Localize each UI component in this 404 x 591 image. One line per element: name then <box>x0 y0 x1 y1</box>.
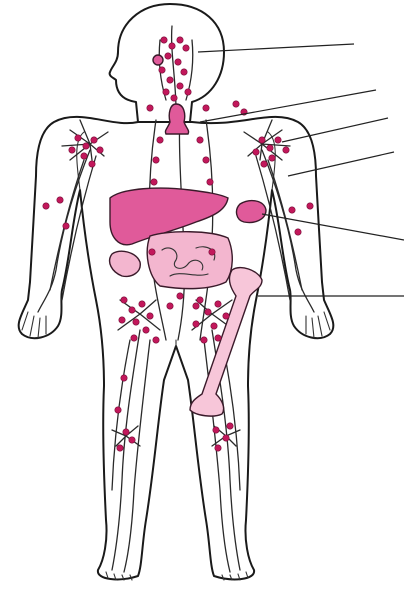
lymph-node <box>151 179 157 185</box>
lymph-node <box>177 293 183 299</box>
lymph-node <box>227 423 233 429</box>
lymph-node <box>205 309 211 315</box>
lymph-node <box>43 203 49 209</box>
lymph-node <box>75 135 81 141</box>
lymph-node <box>197 137 203 143</box>
lymph-node <box>139 301 145 307</box>
intestines <box>147 232 232 289</box>
lymph-node <box>123 429 129 435</box>
lymph-node <box>153 157 159 163</box>
lymph-node <box>307 203 313 209</box>
lymph-node <box>183 45 189 51</box>
lymph-node <box>63 223 69 229</box>
lymph-node <box>203 157 209 163</box>
lymph-node <box>149 249 155 255</box>
lymph-node <box>161 37 167 43</box>
lymph-node <box>181 69 187 75</box>
lymph-node <box>129 307 135 313</box>
lymph-node <box>213 427 219 433</box>
lymph-node <box>171 95 177 101</box>
lymph-node <box>275 137 281 143</box>
lymph-node <box>167 303 173 309</box>
lymph-node <box>215 301 221 307</box>
lymph-node <box>215 445 221 451</box>
lymph-node <box>133 319 139 325</box>
lymph-node <box>83 143 89 149</box>
lymph-node <box>215 335 221 341</box>
lymph-node <box>165 53 171 59</box>
lymph-node <box>295 229 301 235</box>
lymph-node <box>259 137 265 143</box>
lymph-node <box>223 313 229 319</box>
lymph-node <box>167 77 173 83</box>
lymph-node <box>175 59 181 65</box>
lymph-node <box>89 161 95 167</box>
lymph-node <box>197 297 203 303</box>
lymph-node <box>147 313 153 319</box>
tonsil <box>153 55 163 65</box>
lymph-node <box>185 89 191 95</box>
label-2-leader <box>200 90 376 122</box>
lymph-node <box>81 153 87 159</box>
lymph-node <box>153 337 159 343</box>
lymph-node <box>211 323 217 329</box>
lymph-node <box>289 207 295 213</box>
lymph-node <box>169 43 175 49</box>
lymph-node <box>177 37 183 43</box>
lymph-node <box>253 149 259 155</box>
lymph-node <box>131 335 137 341</box>
lymph-node <box>193 321 199 327</box>
lymph-node <box>207 179 213 185</box>
lymph-node <box>115 407 121 413</box>
lymph-node <box>121 297 127 303</box>
lymph-node <box>147 105 153 111</box>
head-outline <box>110 4 224 122</box>
spleen <box>237 201 266 223</box>
body-outline <box>19 4 334 580</box>
lymph-node <box>121 375 127 381</box>
lymph-node <box>193 303 199 309</box>
lymph-node <box>177 83 183 89</box>
lymph-node <box>261 161 267 167</box>
torso-outline <box>19 117 334 579</box>
lymph-node <box>157 137 163 143</box>
lymph-node <box>269 155 275 161</box>
lymph-node <box>163 89 169 95</box>
lymph-node <box>201 337 207 343</box>
lymph-node <box>267 145 273 151</box>
lymph-node <box>203 105 209 111</box>
lymph-node <box>283 147 289 153</box>
lymph-node <box>57 197 63 203</box>
lymph-node <box>143 327 149 333</box>
lymph-node <box>119 317 125 323</box>
lymph-node <box>69 147 75 153</box>
lymph-node <box>97 147 103 153</box>
lymph-node <box>233 101 239 107</box>
lymph-node <box>117 445 123 451</box>
lymph-node <box>91 137 97 143</box>
lymph-node <box>159 67 165 73</box>
lymph-node <box>209 249 215 255</box>
lymph-node <box>129 437 135 443</box>
lymph-node <box>223 435 229 441</box>
